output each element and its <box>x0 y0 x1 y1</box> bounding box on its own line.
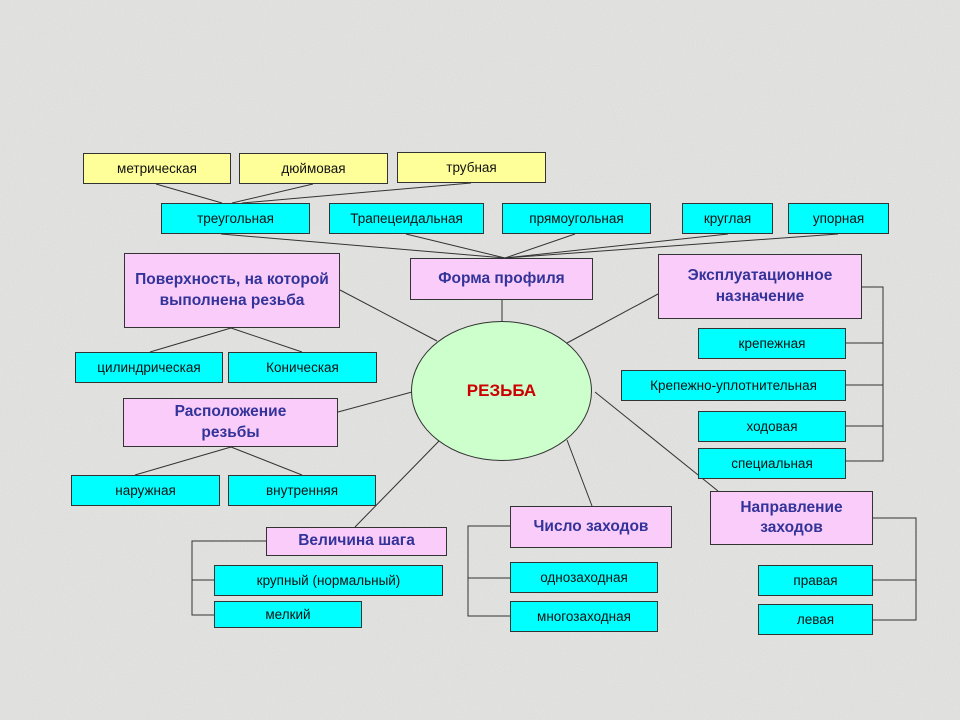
node-pipe: трубная <box>397 152 546 183</box>
node-direction-heading: Направление заходов <box>710 491 873 545</box>
node-metric: метрическая <box>83 153 231 184</box>
node-profile-round: круглая <box>682 203 773 234</box>
node-inch: дюймовая <box>239 153 388 184</box>
node-starts-multiple: многозаходная <box>510 601 658 632</box>
node-location-internal: внутренняя <box>228 475 376 506</box>
node-surface-heading: Поверхность, на которой выполнена резьба <box>124 253 340 328</box>
node-surface-cylindrical: цилиндрическая <box>75 352 223 383</box>
node-profile-triangular: треугольная <box>161 203 310 234</box>
node-purpose-special: специальная <box>698 448 846 479</box>
node-profile-rectangular: прямоугольная <box>502 203 651 234</box>
center-node: РЕЗЬБА <box>411 321 592 461</box>
node-location-heading: Расположение резьбы <box>123 398 338 447</box>
node-profile-trapezoidal: Трапецеидальная <box>329 203 484 234</box>
node-surface-conical: Коническая <box>228 352 377 383</box>
node-purpose-running: ходовая <box>698 411 846 442</box>
node-direction-right: правая <box>758 565 873 596</box>
node-starts-single: однозаходная <box>510 562 658 593</box>
node-pitch-fine: мелкий <box>214 601 362 628</box>
node-direction-left: левая <box>758 604 873 635</box>
node-purpose-fastening: крепежная <box>698 328 846 359</box>
node-purpose-sealing: Крепежно-уплотнительная <box>621 370 846 401</box>
node-starts-heading: Число заходов <box>510 506 672 548</box>
node-pitch-coarse: крупный (нормальный) <box>214 565 443 596</box>
node-profile-buttress: упорная <box>788 203 889 234</box>
node-pitch-heading: Величина шага <box>266 527 447 556</box>
node-purpose-heading: Эксплуатационное назначение <box>658 254 862 319</box>
node-profile-heading: Форма профиля <box>410 258 593 300</box>
node-location-external: наружная <box>71 475 220 506</box>
